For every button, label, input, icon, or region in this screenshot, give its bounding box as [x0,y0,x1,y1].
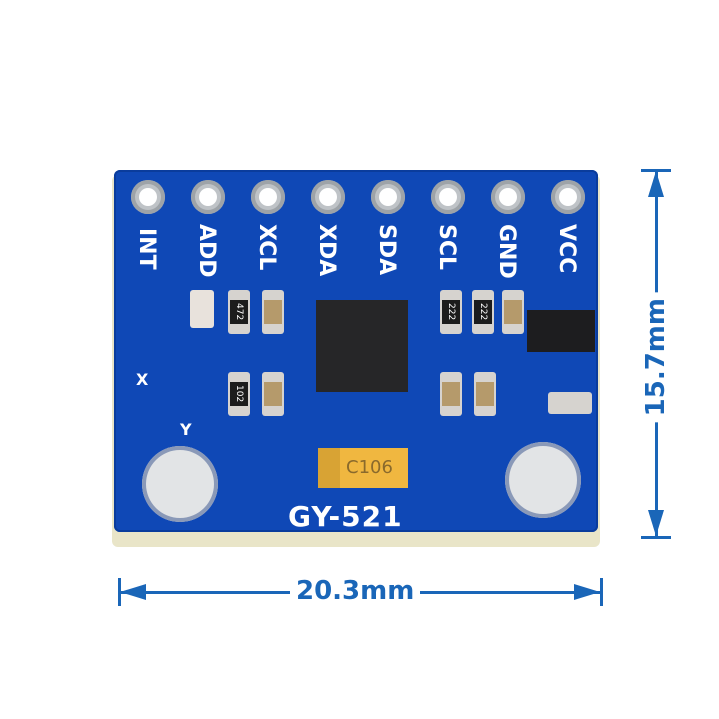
voltage-regulator [527,310,595,352]
dim-width-tick-right [600,578,603,606]
capacitor [440,372,462,416]
pin-label-xda: XDA [314,224,339,277]
resistor-102: 102 [228,372,250,416]
arrow-down-icon [648,510,664,536]
resistor-222-a: 222 [440,290,462,334]
arrow-up-icon [648,171,664,197]
pin-gnd-pad [491,180,525,214]
capacitor [262,290,284,334]
capacitor [262,372,284,416]
board-model-label: GY-521 [288,500,403,533]
arrow-right-icon [574,584,600,600]
pin-label-gnd: GND [494,224,519,279]
pin-label-xcl: XCL [254,224,279,271]
pin-label-sda: SDA [374,224,399,276]
pin-label-vcc: VCC [554,224,579,274]
pin-label-int: INT [134,228,159,270]
capacitor [474,372,496,416]
pin-label-scl: SCL [434,224,459,271]
dim-height-label: 15.7mm [641,292,671,423]
capacitor [548,392,592,414]
dim-width-label: 20.3mm [290,576,421,606]
pin-scl-pad [431,180,465,214]
pin-xda-pad [311,180,345,214]
mpu6050-chip [316,300,408,392]
pin-add-pad [191,180,225,214]
axis-label-y: Y [180,420,192,439]
arrow-left-icon [120,584,146,600]
pin-xcl-pad [251,180,285,214]
mounting-hole-left [142,446,218,522]
led [190,290,214,328]
resistor-222-b: 222 [472,290,494,334]
resistor-472: 472 [228,290,250,334]
pin-int-pad [131,180,165,214]
mounting-hole-right [505,442,581,518]
tantalum-capacitor: C106 [318,448,408,488]
pin-label-add: ADD [194,224,219,278]
axis-label-x: X [136,370,149,389]
dim-width-tick-left [118,578,121,606]
pin-sda-pad [371,180,405,214]
capacitor [502,290,524,334]
pin-vcc-pad [551,180,585,214]
dim-height-tick-bottom [641,536,671,539]
